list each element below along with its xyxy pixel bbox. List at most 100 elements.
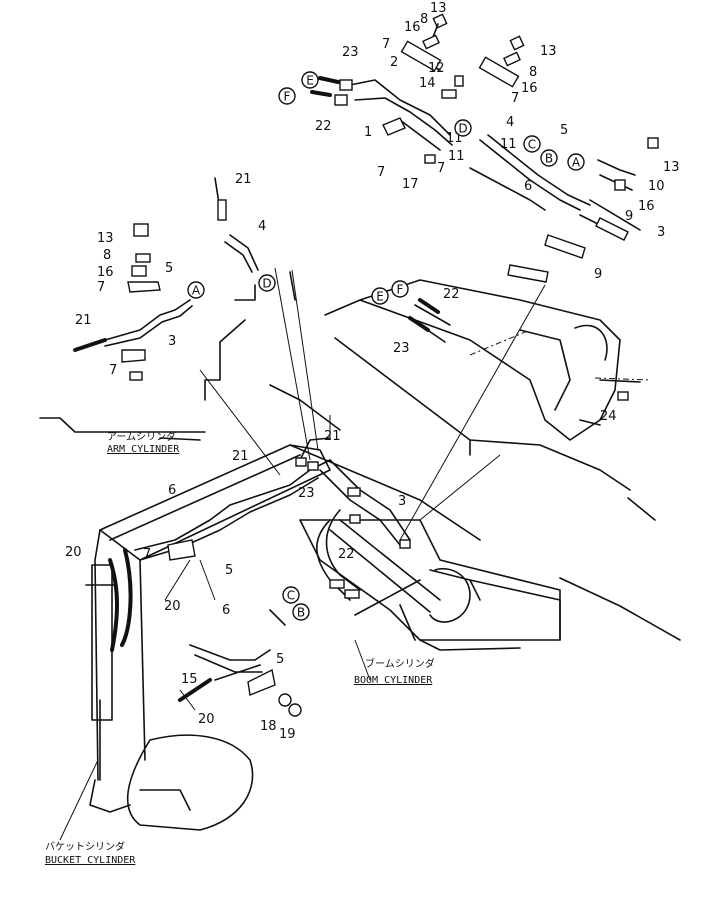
marker-a: A <box>187 281 205 299</box>
callout-21: 21 <box>75 313 92 328</box>
callout-1: 1 <box>364 125 372 140</box>
arm-cylinder-jp: アームシリンダ <box>107 430 176 443</box>
callout-9: 9 <box>594 267 602 282</box>
callout-7: 7 <box>97 280 105 295</box>
marker-circle <box>391 280 409 298</box>
marker-letter: A <box>192 284 201 298</box>
callout-10: 10 <box>648 179 665 194</box>
callout-16: 16 <box>521 81 538 96</box>
fittings-hardware <box>121 13 659 717</box>
callout-16: 16 <box>404 20 421 35</box>
callout-20: 20 <box>164 599 181 614</box>
marker-letter: E <box>376 290 384 304</box>
callout-8: 8 <box>103 248 111 263</box>
hose-lines <box>73 76 641 702</box>
callout-21: 21 <box>235 172 252 187</box>
boom-arm-outline <box>39 267 681 841</box>
callout-19: 19 <box>279 727 296 742</box>
bucket-cylinder-en: BUCKET CYLINDER <box>45 855 136 866</box>
callout-7: 7 <box>382 37 390 52</box>
marker-letter: A <box>572 156 581 170</box>
marker-d: D <box>454 119 472 137</box>
callout-16: 16 <box>97 265 114 280</box>
callout-22: 22 <box>315 119 332 134</box>
callout-22: 22 <box>443 287 460 302</box>
callout-13: 13 <box>97 231 114 246</box>
callout-15: 15 <box>181 672 198 687</box>
marker-c: C <box>523 135 541 153</box>
marker-circle <box>282 586 300 604</box>
callout-7: 7 <box>109 363 117 378</box>
callout-20: 20 <box>198 712 215 727</box>
marker-b: B <box>540 149 558 167</box>
callout-20: 20 <box>65 545 82 560</box>
callout-23: 23 <box>342 45 359 60</box>
callout-8: 8 <box>420 12 428 27</box>
marker-letter: E <box>306 74 314 88</box>
callout-12: 12 <box>428 61 445 76</box>
marker-b: B <box>292 603 310 621</box>
marker-a: A <box>567 153 585 171</box>
callout-23: 23 <box>298 486 315 501</box>
callout-18: 18 <box>260 719 277 734</box>
marker-letter: F <box>397 283 404 297</box>
callout-6: 6 <box>524 179 532 194</box>
marker-circle <box>292 603 310 621</box>
callout-5: 5 <box>560 123 568 138</box>
callout-13: 13 <box>540 44 557 59</box>
marker-letter: B <box>545 152 553 166</box>
marker-circle <box>523 135 541 153</box>
caption-arm-cylinder: アームシリンダ ARM CYLINDER <box>107 430 180 455</box>
callout-4: 4 <box>258 219 266 234</box>
caption-boom-cylinder: ブームシリンダ BOOM CYLINDER <box>354 657 435 686</box>
marker-circle <box>454 119 472 137</box>
marker-circle <box>278 87 296 105</box>
callout-6: 6 <box>168 483 176 498</box>
callout-13: 13 <box>430 1 447 16</box>
callout-21: 21 <box>232 449 249 464</box>
marker-letter: D <box>262 277 271 291</box>
callout-9: 9 <box>625 209 633 224</box>
callout-6: 6 <box>222 603 230 618</box>
boom-cylinder-jp: ブームシリンダ <box>365 657 435 670</box>
marker-letter: F <box>284 90 291 104</box>
callout-5: 5 <box>225 563 233 578</box>
bucket-cylinder-jp: バケットシリンダ <box>45 840 125 853</box>
callout-3: 3 <box>168 334 176 349</box>
marker-letter: C <box>528 138 536 152</box>
boom-cylinder-en: BOOM CYLINDER <box>354 675 433 686</box>
callout-16: 16 <box>638 199 655 214</box>
marker-letter: B <box>297 606 305 620</box>
callout-5: 5 <box>276 652 284 667</box>
callout-3: 3 <box>657 225 665 240</box>
marker-circle <box>301 71 319 89</box>
callout-11: 11 <box>500 137 517 152</box>
marker-e: E <box>301 71 319 89</box>
marker-circle <box>187 281 205 299</box>
marker-f: F <box>278 87 296 105</box>
callout-14: 14 <box>419 76 436 91</box>
callout-2: 2 <box>390 55 398 70</box>
arm-cylinder-en: ARM CYLINDER <box>107 444 180 455</box>
callout-24: 24 <box>600 409 617 424</box>
marker-letter: D <box>458 122 467 136</box>
callout-22: 22 <box>338 547 355 562</box>
marker-circle <box>567 153 585 171</box>
callout-7: 7 <box>377 165 385 180</box>
marker-e: E <box>371 287 389 305</box>
callout-17: 17 <box>402 177 419 192</box>
marker-c: C <box>282 586 300 604</box>
callout-3: 3 <box>398 494 406 509</box>
callout-8: 8 <box>529 65 537 80</box>
marker-f: F <box>391 280 409 298</box>
callout-11: 11 <box>448 149 465 164</box>
callout-23: 23 <box>393 341 410 356</box>
callout-21: 21 <box>324 429 341 444</box>
callout-7: 7 <box>511 91 519 106</box>
callout-5: 5 <box>165 261 173 276</box>
callout-13: 13 <box>663 160 680 175</box>
callout-4: 4 <box>506 115 514 130</box>
marker-circle <box>258 274 276 292</box>
